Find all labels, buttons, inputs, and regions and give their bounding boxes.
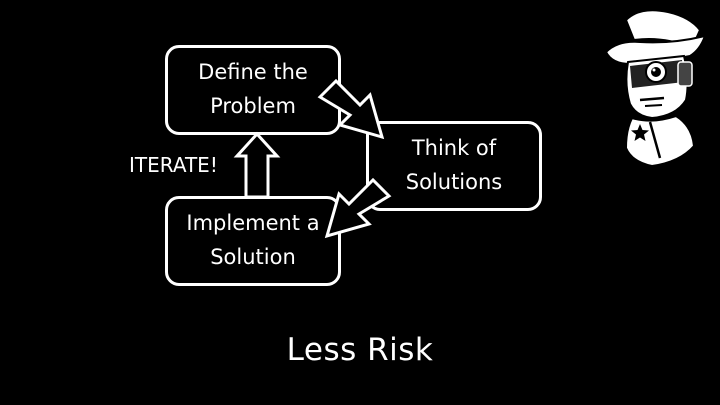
iterate-label: ITERATE! [129, 153, 218, 177]
think-solutions-label: Think of Solutions [405, 136, 503, 194]
define-problem-label: Define the Problem [198, 60, 308, 118]
slide-title: Less Risk [286, 332, 434, 368]
arrow-think-to-implement [324, 177, 392, 239]
implement-solution-label: Implement a Solution [186, 211, 320, 269]
define-problem-box: Define the Problem [165, 45, 341, 135]
arrow-define-to-think [317, 78, 385, 140]
think-solutions-box: Think of Solutions [366, 121, 542, 211]
implement-solution-box: Implement a Solution [165, 196, 341, 286]
cowboy-robot-mascot-icon [604, 9, 707, 168]
arrow-implement-to-define [233, 131, 281, 199]
